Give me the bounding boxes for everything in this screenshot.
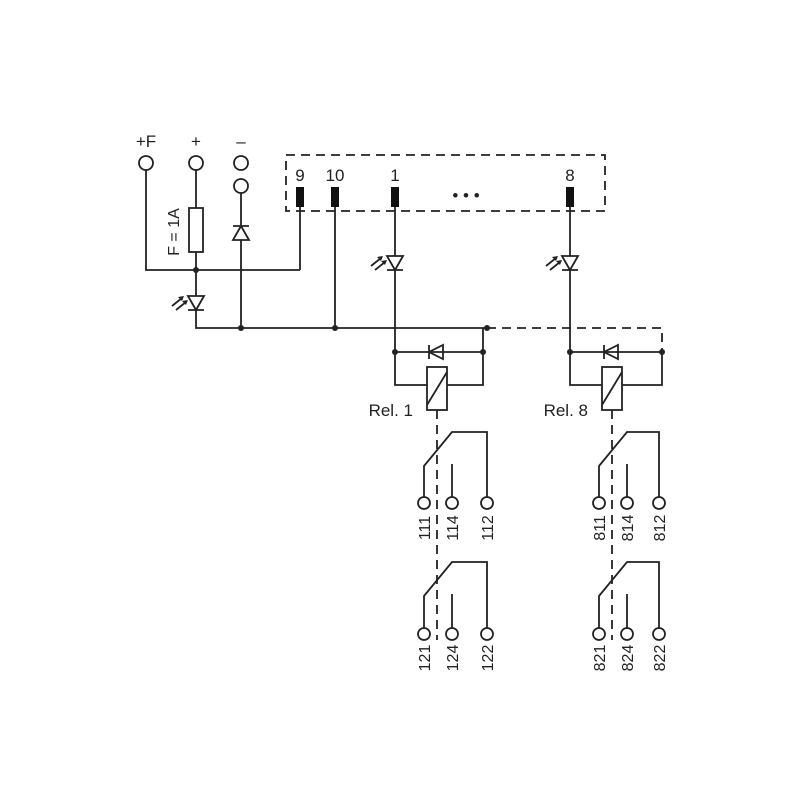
contact-821-label: 821 xyxy=(592,645,609,672)
relay-8-label: Rel. 8 xyxy=(544,401,588,420)
common-rail-dashed xyxy=(487,327,663,348)
contact-812-terminal xyxy=(652,496,666,510)
plus-terminal-label: + xyxy=(191,132,201,151)
plus-f-terminal xyxy=(138,155,154,171)
contact-121-label: 121 xyxy=(417,645,434,672)
power-led-symbol xyxy=(186,295,206,312)
contact-121-terminal xyxy=(417,627,431,641)
minus-terminal-a xyxy=(233,155,249,171)
contact-122-terminal xyxy=(480,627,494,641)
protection-diode-symbol xyxy=(231,224,251,241)
plus-f-terminal-label: +F xyxy=(136,132,156,151)
led-light-arrowheads xyxy=(178,296,188,305)
contact-811-label: 811 xyxy=(592,515,609,541)
contact-814-label: 814 xyxy=(620,515,637,542)
contact-114-terminal xyxy=(445,496,459,510)
input-terminal-block-outline xyxy=(285,154,606,212)
junction-dot xyxy=(480,349,486,355)
channel-8-freewheel-diode xyxy=(601,343,619,361)
contact-822-label: 822 xyxy=(652,645,669,672)
contact-111-label: 111 xyxy=(417,516,434,540)
contact-122-label: 122 xyxy=(480,645,497,672)
terminal-10-label: 10 xyxy=(326,166,345,185)
contact-124-label: 124 xyxy=(445,645,462,672)
relay-1-contact-a-wires xyxy=(423,431,488,497)
fuse-label: F = 1A xyxy=(166,208,183,256)
minus-terminal-label: – xyxy=(236,132,246,151)
led-light-arrows xyxy=(171,297,187,311)
relay-1-label: Rel. 1 xyxy=(369,401,413,420)
contact-812-label: 812 xyxy=(652,515,669,542)
relay-8-coil-stroke xyxy=(601,371,623,406)
contact-112-label: 112 xyxy=(480,515,497,541)
contact-824-terminal xyxy=(620,627,634,641)
led-light-arrows xyxy=(545,257,561,271)
terminal-ellipsis: • • • xyxy=(452,186,479,205)
channel-1-freewheel-diode xyxy=(426,343,444,361)
fuse-symbol xyxy=(188,207,204,253)
relay-1-contact-b-wires xyxy=(423,561,488,628)
terminal-8-label: 8 xyxy=(565,166,574,185)
contact-811-terminal xyxy=(592,496,606,510)
contact-814-terminal xyxy=(620,496,634,510)
plus-wire-to-common xyxy=(195,310,487,329)
minus-terminal-b xyxy=(233,178,249,194)
led-light-arrowheads xyxy=(377,256,387,265)
relay-1-coil-stroke xyxy=(426,371,448,406)
led-light-arrows xyxy=(370,257,386,271)
contact-124-terminal xyxy=(445,627,459,641)
contact-824-label: 824 xyxy=(620,645,637,672)
terminal-9-block xyxy=(296,187,304,207)
contact-111-terminal xyxy=(417,496,431,510)
plus-terminal xyxy=(188,155,204,171)
terminal-1-block xyxy=(391,187,399,207)
contact-822-terminal xyxy=(652,627,666,641)
plus-f-wire xyxy=(145,170,300,271)
relay-8-contact-b-wires xyxy=(598,561,660,628)
terminal-8-block xyxy=(566,187,574,207)
led-light-arrowheads xyxy=(552,256,562,265)
channel-8-coil-loop xyxy=(569,348,663,386)
junction-dot xyxy=(193,267,199,273)
channel-1-led-symbol xyxy=(385,255,405,272)
contact-112-terminal xyxy=(480,496,494,510)
contact-821-terminal xyxy=(592,627,606,641)
channel-1-coil-loop xyxy=(394,351,484,386)
relay-8-contact-a-wires xyxy=(598,431,660,497)
junction-dot xyxy=(659,349,665,355)
terminal-10-block xyxy=(331,187,339,207)
terminal-1-label: 1 xyxy=(390,166,399,185)
channel-8-led-symbol xyxy=(560,255,580,272)
contact-114-label: 114 xyxy=(445,515,462,541)
terminal-9-label: 9 xyxy=(295,166,304,185)
junction-dot xyxy=(238,325,244,331)
